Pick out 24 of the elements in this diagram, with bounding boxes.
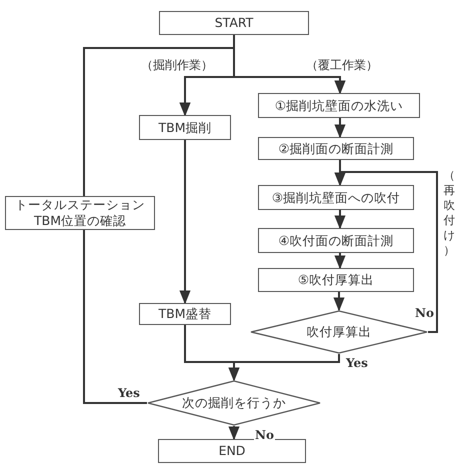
terminal-box: END [158,439,306,463]
edge-label: No [414,306,435,320]
edge-label: No [254,428,275,442]
arrow [334,118,346,138]
process-box: TBM掘削 [139,115,231,140]
arrow [228,354,340,382]
process-box: ⑤吹付厚算出 [258,268,414,292]
process-box: TBM盛替 [139,303,231,325]
arrow [334,253,346,270]
terminal-box: START [159,11,309,35]
arrow [334,210,346,230]
process-box: ④吹付面の断面計測 [258,228,414,253]
arrow [334,171,438,333]
process-box: トータルステーション TBM位置の確認 [5,196,155,230]
edge-label: Yes [345,356,369,370]
note-label: （再吹付け） [443,168,456,258]
process-box: ③掘削坑壁面への吹付 [258,185,414,210]
process-box: ②掘削面の断面計測 [258,137,414,160]
arrow [333,292,345,312]
arrow [228,426,240,440]
process-box: ①掘削坑壁面の水洗い [258,93,420,118]
decision-diamond: 次の掘削を行うか [147,380,321,426]
arrow [179,140,191,304]
edge-label: Yes [117,386,141,400]
